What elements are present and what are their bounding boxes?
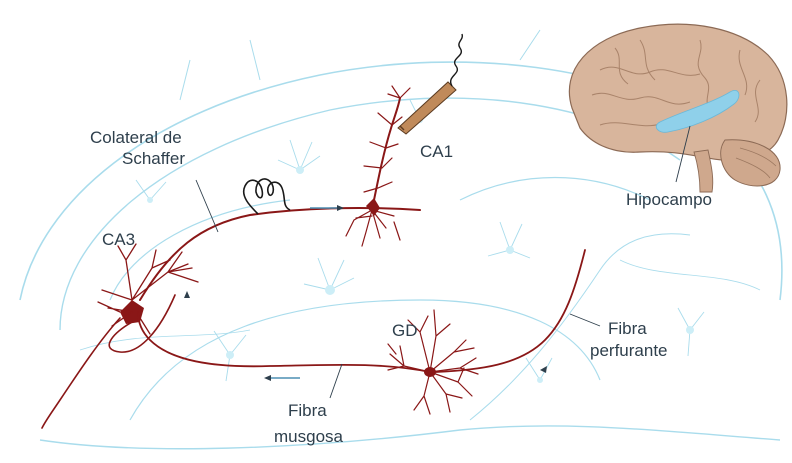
- ca1-dendritic-tree: [346, 86, 410, 246]
- label-fibra-perfurante-line1: Fibra: [608, 319, 647, 338]
- ca3-recurrent-loop: [109, 295, 175, 352]
- schaffer-collateral-axon: [140, 208, 420, 300]
- label-fibra-musgosa-line2: musgosa: [274, 427, 344, 446]
- label-ca3: CA3: [102, 230, 135, 249]
- ca1-apical-dendrite: [372, 98, 400, 210]
- mossy-fiber-axon: [138, 312, 430, 372]
- label-colateral-line1: Colateral de: [90, 128, 182, 147]
- label-gd: GD: [392, 321, 418, 340]
- recording-electrode-icon: [398, 34, 462, 134]
- brain-icon: [569, 24, 787, 160]
- ca3-axon: [42, 318, 120, 428]
- label-fibra-perfurante-line2: perfurante: [590, 341, 668, 360]
- ca1-cell-body: [366, 198, 380, 216]
- brain-inset: [569, 24, 787, 192]
- signal-direction-arrows: [184, 205, 547, 381]
- label-colateral-line2: Schaffer: [122, 149, 185, 168]
- label-ca1: CA1: [420, 142, 453, 161]
- label-hipocampo: Hipocampo: [626, 190, 712, 209]
- label-fibra-musgosa-line1: Fibra: [288, 401, 327, 420]
- stimulating-electrode-coil-icon: [244, 179, 290, 214]
